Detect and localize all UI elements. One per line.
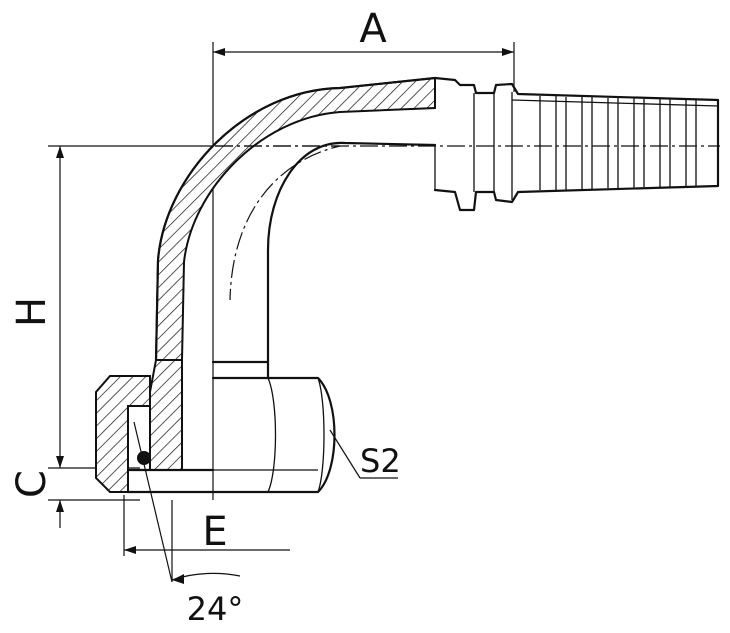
label-angle: 24° <box>187 590 244 628</box>
nut-hex <box>211 360 336 494</box>
hose-tail <box>433 76 720 212</box>
label-e: E <box>202 509 227 555</box>
elbow-section <box>154 76 720 364</box>
label-a: A <box>359 6 387 52</box>
s2-leader <box>329 429 398 479</box>
angle-indicator <box>133 421 241 584</box>
label-c: C <box>9 470 55 498</box>
dimension-e <box>123 495 290 556</box>
nut-section <box>95 359 215 494</box>
label-h: H <box>9 297 55 327</box>
label-s2: S2 <box>360 442 401 480</box>
barb-rings <box>539 96 697 190</box>
dimension-h <box>48 145 215 468</box>
o-ring <box>137 451 151 465</box>
dimension-a <box>212 42 515 500</box>
